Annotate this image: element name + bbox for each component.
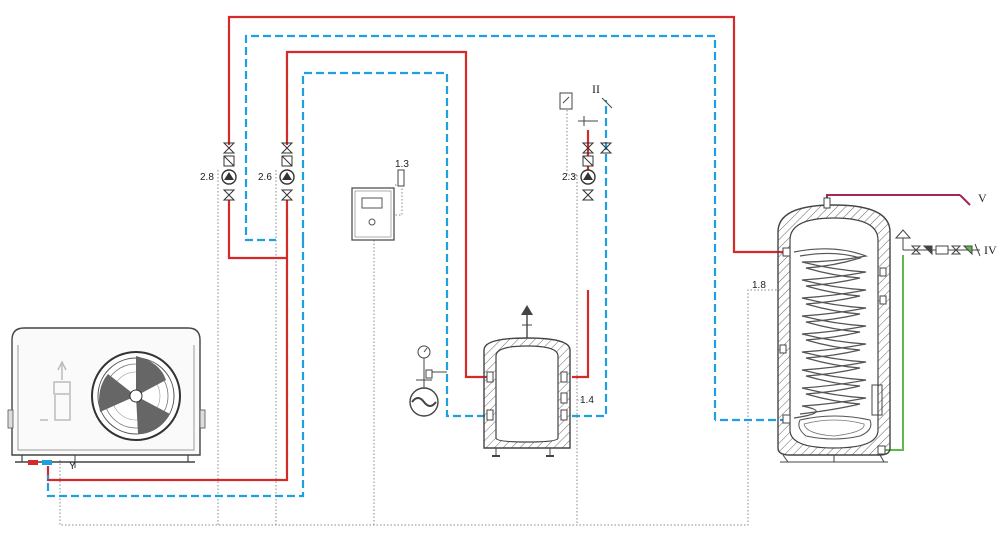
pump-icon [580, 169, 596, 185]
heat-pump-unit [7, 327, 206, 468]
valve-icon [599, 142, 613, 154]
signal-wiring [59, 100, 778, 526]
dhw-tank [777, 197, 891, 463]
cold-water-label: IV [984, 243, 997, 257]
pump-icon [279, 169, 295, 185]
valve-icon [581, 189, 595, 201]
pump-icon [221, 169, 237, 185]
expansion-vessel-icon [409, 369, 447, 417]
room-thermostat-icon [559, 92, 573, 110]
valve-icon [280, 189, 294, 201]
check-valve-icon [281, 155, 293, 167]
heating-circuit-label: II [592, 82, 600, 96]
check-valve-icon [582, 155, 594, 167]
pressure-gauge-icon [417, 345, 431, 372]
check-valve-icon [223, 155, 235, 167]
cold-water-fittings [894, 229, 981, 257]
compressor-icon [40, 360, 71, 421]
buffer-sensor-label: 1.4 [580, 395, 594, 406]
fan-icon [91, 351, 181, 441]
return-pipes [46, 34, 788, 498]
pump-left-label: 2.8 [200, 172, 214, 183]
valve-icon [280, 142, 294, 154]
pump-mid-label: 2.6 [258, 172, 272, 183]
condensate-label: Y [69, 461, 76, 472]
pump-group-mid [279, 142, 295, 201]
air-vent-icon [521, 305, 533, 338]
pump-group-right [578, 97, 613, 201]
pump-right-label: 2.3 [562, 172, 576, 183]
valve-icon [581, 142, 595, 154]
controller-label: 1.3 [395, 159, 409, 170]
buffer-tank [483, 337, 571, 457]
controller-icon [351, 187, 395, 241]
heat-exchanger-coil [793, 248, 869, 419]
safety-valve-icon [425, 369, 433, 379]
tank-sensor-label: 1.8 [752, 280, 766, 291]
hot-water-label: V [978, 191, 987, 205]
valve-icon [222, 142, 236, 154]
temperature-sensor-icon [397, 169, 405, 187]
pump-group-left [221, 142, 237, 201]
valve-icon [222, 189, 236, 201]
